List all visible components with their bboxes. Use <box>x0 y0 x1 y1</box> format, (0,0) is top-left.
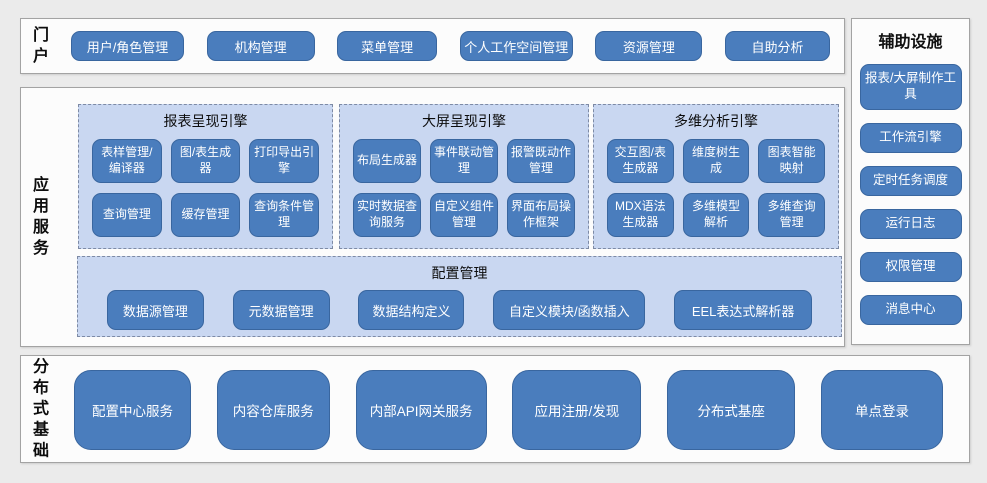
node-chart-smart-mapping: 图表智能映射 <box>758 139 825 183</box>
report-engine-group: 报表呈现引擎 表样管理/编译器 图/表生成器 打印导出引擎 查询管理 缓存管理 … <box>78 104 333 249</box>
portal-node-row: 用户/角色管理 机构管理 菜单管理 个人工作空间管理 资源管理 自助分析 <box>71 31 830 61</box>
distributed-section: 分布式基础 配置中心服务 内容仓库服务 内部API网关服务 应用注册/发现 分布… <box>20 355 970 463</box>
node-content-repo-service: 内容仓库服务 <box>216 370 330 450</box>
node-workflow-engine: 工作流引擎 <box>859 123 962 153</box>
config-mgmt-title: 配置管理 <box>431 265 488 281</box>
report-engine-title: 报表呈现引擎 <box>163 113 248 129</box>
screen-engine-group: 大屏呈现引擎 布局生成器 事件联动管理 报警既动作管理 实时数据查询服务 自定义… <box>339 104 589 249</box>
screen-engine-nodes: 布局生成器 事件联动管理 报警既动作管理 实时数据查询服务 自定义组件管理 界面… <box>340 131 588 237</box>
node-self-service-analysis: 自助分析 <box>724 31 830 61</box>
screen-engine-title: 大屏呈现引擎 <box>422 113 506 129</box>
node-custom-component-mgmt: 自定义组件管理 <box>430 193 498 237</box>
node-app-register-discovery: 应用注册/发现 <box>512 370 642 450</box>
node-metadata-mgmt: 元数据管理 <box>232 290 330 330</box>
node-eel-expression-parser: EEL表达式解析器 <box>674 290 813 330</box>
app-services-section: 应用服务 报表呈现引擎 表样管理/编译器 图/表生成器 打印导出引擎 查询管理 … <box>20 87 845 347</box>
node-datasource-mgmt: 数据源管理 <box>106 290 204 330</box>
node-cache-mgmt: 缓存管理 <box>170 193 241 237</box>
olap-engine-group: 多维分析引擎 交互图/表生成器 维度树生成 图表智能映射 MDX语法生成器 多维… <box>593 104 839 249</box>
node-chart-table-generator: 图/表生成器 <box>170 139 241 183</box>
distributed-node-row: 配置中心服务 内容仓库服务 内部API网关服务 应用注册/发现 分布式基座 单点… <box>74 370 943 450</box>
config-mgmt-group: 配置管理 数据源管理 元数据管理 数据结构定义 自定义模块/函数插入 EEL表达… <box>77 256 842 337</box>
node-dimension-tree-generator: 维度树生成 <box>682 139 750 183</box>
node-interactive-chart-generator: 交互图/表生成器 <box>607 139 674 183</box>
auxiliary-label: 辅助设施 <box>878 34 943 51</box>
node-ui-layout-framework: 界面布局操作框架 <box>507 193 575 237</box>
node-distributed-base: 分布式基座 <box>667 370 796 450</box>
node-print-export-engine: 打印导出引擎 <box>249 139 319 183</box>
node-data-structure-definition: 数据结构定义 <box>358 290 465 330</box>
node-scheduled-task: 定时任务调度 <box>859 166 962 196</box>
node-resource-mgmt: 资源管理 <box>595 31 703 61</box>
node-template-mgmt-compiler: 表样管理/编译器 <box>92 139 162 183</box>
node-report-screen-authoring-tool: 报表/大屏制作工具 <box>859 64 962 110</box>
olap-engine-nodes: 交互图/表生成器 维度树生成 图表智能映射 MDX语法生成器 多维模型解析 多维… <box>594 131 838 237</box>
node-realtime-data-query-service: 实时数据查询服务 <box>353 193 421 237</box>
node-event-linkage-mgmt: 事件联动管理 <box>430 139 498 183</box>
report-engine-nodes: 表样管理/编译器 图/表生成器 打印导出引擎 查询管理 缓存管理 查询条件管理 <box>79 131 332 237</box>
portal-section: 门户 用户/角色管理 机构管理 菜单管理 个人工作空间管理 资源管理 自助分析 <box>20 18 845 74</box>
node-config-center-service: 配置中心服务 <box>74 370 191 450</box>
node-run-log: 运行日志 <box>859 209 962 239</box>
node-query-mgmt: 查询管理 <box>92 193 162 237</box>
node-multidim-query-mgmt: 多维查询管理 <box>758 193 825 237</box>
node-personal-workspace-mgmt: 个人工作空间管理 <box>459 31 573 61</box>
distributed-label: 分布式基础 <box>32 358 49 460</box>
node-multidim-model-parser: 多维模型解析 <box>682 193 750 237</box>
node-mdx-syntax-generator: MDX语法生成器 <box>607 193 674 237</box>
auxiliary-section: 辅助设施 报表/大屏制作工具 工作流引擎 定时任务调度 运行日志 权限管理 消息… <box>851 18 970 345</box>
node-custom-module-function-insert: 自定义模块/函数插入 <box>493 290 646 330</box>
node-menu-mgmt: 菜单管理 <box>337 31 438 61</box>
node-layout-generator: 布局生成器 <box>353 139 421 183</box>
node-org-mgmt: 机构管理 <box>206 31 315 61</box>
node-permission-mgmt: 权限管理 <box>859 252 962 282</box>
node-alarm-action-mgmt: 报警既动作管理 <box>507 139 575 183</box>
node-single-sign-on: 单点登录 <box>820 370 943 450</box>
portal-label: 门户 <box>32 27 49 65</box>
config-mgmt-nodes: 数据源管理 元数据管理 数据结构定义 自定义模块/函数插入 EEL表达式解析器 <box>78 290 841 330</box>
auxiliary-node-column: 报表/大屏制作工具 工作流引擎 定时任务调度 运行日志 权限管理 消息中心 <box>852 64 969 325</box>
node-query-condition-mgmt: 查询条件管理 <box>249 193 319 237</box>
app-services-label: 应用服务 <box>32 177 49 257</box>
node-message-center: 消息中心 <box>859 295 962 325</box>
node-user-role-mgmt: 用户/角色管理 <box>71 31 184 61</box>
node-internal-api-gateway: 内部API网关服务 <box>355 370 487 450</box>
olap-engine-title: 多维分析引擎 <box>674 113 758 129</box>
